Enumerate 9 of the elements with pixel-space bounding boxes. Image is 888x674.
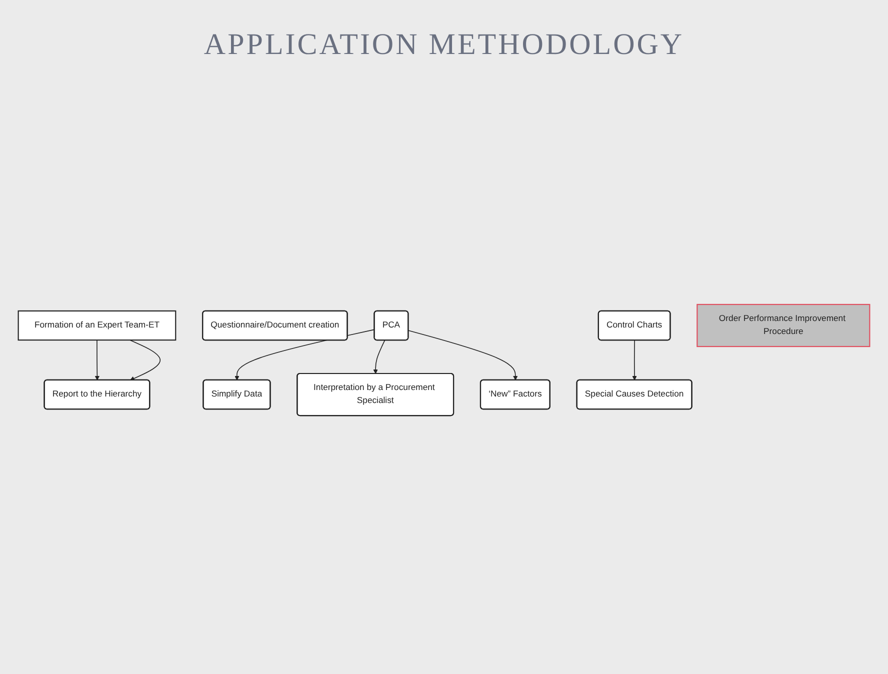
node-box: Order Performance Improvement Procedure xyxy=(696,304,870,348)
arrow xyxy=(129,340,161,381)
arrow xyxy=(94,340,100,380)
node-box: Formation of an Expert Team-ET xyxy=(18,310,176,341)
arrow xyxy=(408,330,518,380)
arrow xyxy=(373,340,386,374)
arrow xyxy=(632,340,637,380)
diagram-title: APPLICATION METHODOLOGY xyxy=(202,28,686,62)
arrow xyxy=(234,329,375,380)
